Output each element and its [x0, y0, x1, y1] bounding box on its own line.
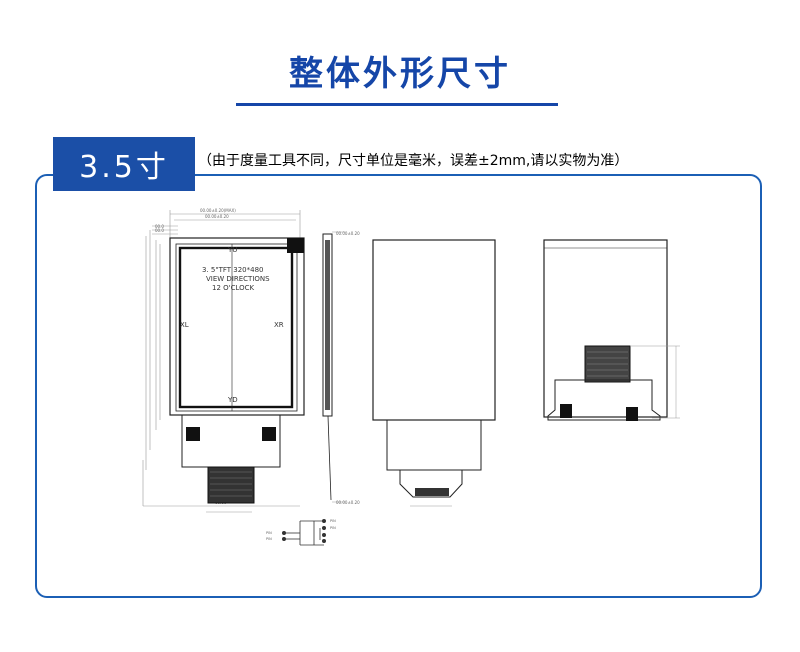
side-view: [322, 231, 345, 503]
svg-text:PIN: PIN: [266, 537, 272, 541]
svg-text:00.0: 00.0: [155, 228, 164, 233]
lcd-text-line3: 12 O'CLOCK: [212, 284, 255, 292]
schematic: [281, 519, 326, 546]
label-yu: YU: [227, 246, 237, 254]
size-badge: 3.5寸: [53, 137, 195, 191]
back-view: [372, 239, 496, 507]
page-title: 整体外形尺寸: [289, 54, 511, 94]
svg-text:00.00±0.20: 00.00±0.20: [336, 231, 360, 236]
svg-text:00.00±0.20(MAX): 00.00±0.20(MAX): [200, 208, 236, 213]
label-yd: YD: [227, 396, 238, 404]
label-xl: XL: [180, 321, 189, 329]
svg-text:00.0: 00.0: [155, 224, 164, 229]
svg-text:PIN: PIN: [330, 519, 336, 523]
front-view: 00.00±0.20(MAX) 00.00±0.20 00.0 00.0 00.…: [142, 208, 305, 513]
svg-text:00.00±0.20: 00.00±0.20: [205, 214, 229, 219]
title-underline: [236, 103, 558, 106]
lcd-text-line1: 3. 5"TFT 320*480: [202, 266, 263, 274]
label-xr: XR: [274, 321, 284, 329]
drawing-frame: [35, 174, 762, 598]
lcd-text-line2: VIEW DIRECTIONS: [206, 275, 270, 283]
rear-view: [543, 239, 680, 421]
svg-text:PIN: PIN: [330, 526, 336, 530]
svg-text:00.00±0.20: 00.00±0.20: [336, 500, 360, 505]
svg-text:PIN: PIN: [266, 531, 272, 535]
measurement-note: （由于度量工具不同，尺寸单位是毫米，误差±2mm,请以实物为准）: [198, 153, 629, 169]
